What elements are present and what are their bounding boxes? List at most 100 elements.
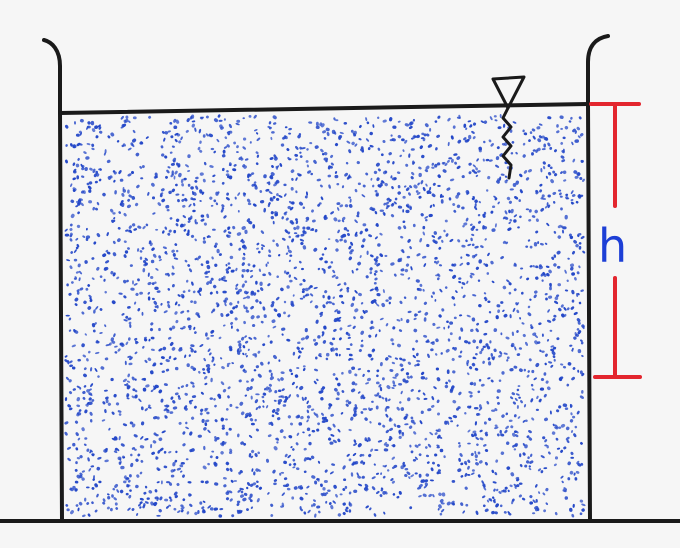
fill-dot	[571, 299, 575, 303]
fill-dot	[409, 185, 413, 189]
fill-dot	[225, 418, 228, 421]
fill-dot	[357, 261, 362, 266]
fill-dot	[76, 457, 81, 460]
fill-dot	[213, 199, 217, 203]
fill-dot	[152, 253, 157, 258]
fill-dot	[107, 402, 112, 406]
fill-dot	[325, 500, 328, 504]
fill-dot	[68, 317, 72, 321]
fill-dot	[110, 132, 115, 137]
fill-dot	[360, 460, 364, 464]
fill-dot	[438, 492, 442, 497]
fill-dot	[376, 288, 379, 292]
fill-dot	[219, 357, 223, 360]
fill-dot	[384, 407, 388, 412]
fill-dot	[497, 309, 500, 313]
fill-dot	[446, 501, 451, 506]
fill-dot	[460, 462, 464, 466]
fill-dot	[234, 196, 237, 200]
fill-dot	[426, 339, 430, 343]
fill-dot	[420, 376, 426, 380]
fill-dot	[135, 458, 139, 462]
fill-dot	[570, 451, 574, 456]
fill-dot	[432, 461, 435, 465]
fill-dot	[521, 497, 526, 501]
fill-dot	[383, 448, 389, 452]
fill-dot	[306, 226, 311, 230]
fill-dot	[476, 322, 480, 326]
fill-dot	[514, 434, 519, 438]
fill-dot	[448, 416, 453, 420]
fill-dot	[83, 367, 87, 371]
fill-dot	[504, 216, 509, 220]
fill-dot	[388, 152, 392, 156]
fill-dot	[203, 357, 206, 362]
fill-dot	[326, 131, 330, 137]
fill-dot	[281, 492, 285, 496]
fill-dot	[546, 222, 550, 227]
fill-dot	[180, 327, 184, 330]
fill-dot	[408, 425, 413, 429]
fill-dot	[415, 190, 419, 193]
fill-dot	[545, 297, 548, 301]
fill-dot	[200, 480, 205, 484]
fill-dot	[113, 219, 116, 223]
fill-dot	[490, 143, 494, 147]
fill-dot	[487, 252, 490, 257]
fill-dot	[406, 319, 410, 324]
fill-dot	[564, 313, 567, 317]
fill-dot	[360, 244, 365, 248]
fill-dot	[204, 275, 209, 278]
fill-dot	[232, 168, 237, 172]
fill-dot	[136, 512, 139, 517]
fill-dot	[102, 401, 106, 405]
fill-dot	[180, 178, 184, 184]
fill-dot	[386, 469, 390, 472]
fill-dot	[509, 188, 514, 191]
fill-dot	[270, 514, 274, 517]
fill-dot	[171, 265, 175, 270]
fill-dot	[265, 386, 269, 391]
fill-dot	[535, 484, 538, 488]
fill-dot	[258, 405, 261, 409]
fill-dot	[437, 235, 442, 240]
fill-dot	[325, 127, 330, 132]
fill-dot	[534, 209, 538, 214]
fill-dot	[156, 305, 159, 309]
fill-dot	[177, 303, 181, 307]
fill-dot	[437, 174, 441, 179]
fill-dot	[435, 260, 440, 265]
fill-dot	[287, 245, 290, 250]
fill-dot	[77, 507, 80, 512]
fill-dot	[74, 121, 76, 125]
fill-dot	[424, 169, 429, 173]
fill-dot	[345, 403, 349, 407]
fill-dot	[345, 506, 349, 510]
fill-dot	[117, 238, 121, 243]
fill-dot	[547, 309, 550, 313]
fill-dot	[207, 270, 211, 273]
fill-dot	[106, 159, 111, 164]
fill-dot	[88, 350, 91, 354]
fill-dot	[90, 120, 95, 126]
fill-dot	[529, 131, 533, 135]
fill-dot	[556, 130, 560, 134]
fill-dot	[75, 238, 79, 241]
fill-dot	[93, 309, 96, 314]
fill-dot	[402, 149, 405, 152]
fill-dot	[160, 398, 164, 403]
fill-dot	[177, 510, 181, 513]
fill-dot	[155, 268, 159, 271]
fill-dot	[156, 481, 160, 484]
fill-dot	[336, 183, 340, 186]
fill-dot	[205, 133, 209, 137]
fill-dot	[322, 130, 327, 134]
fill-dot	[369, 507, 372, 511]
fill-dot	[377, 116, 380, 119]
fill-dot	[89, 167, 93, 171]
fill-dot	[83, 385, 87, 388]
fill-dot	[228, 490, 233, 494]
fill-dot	[546, 272, 550, 277]
fill-dot	[467, 429, 471, 433]
fill-dot	[485, 158, 490, 162]
